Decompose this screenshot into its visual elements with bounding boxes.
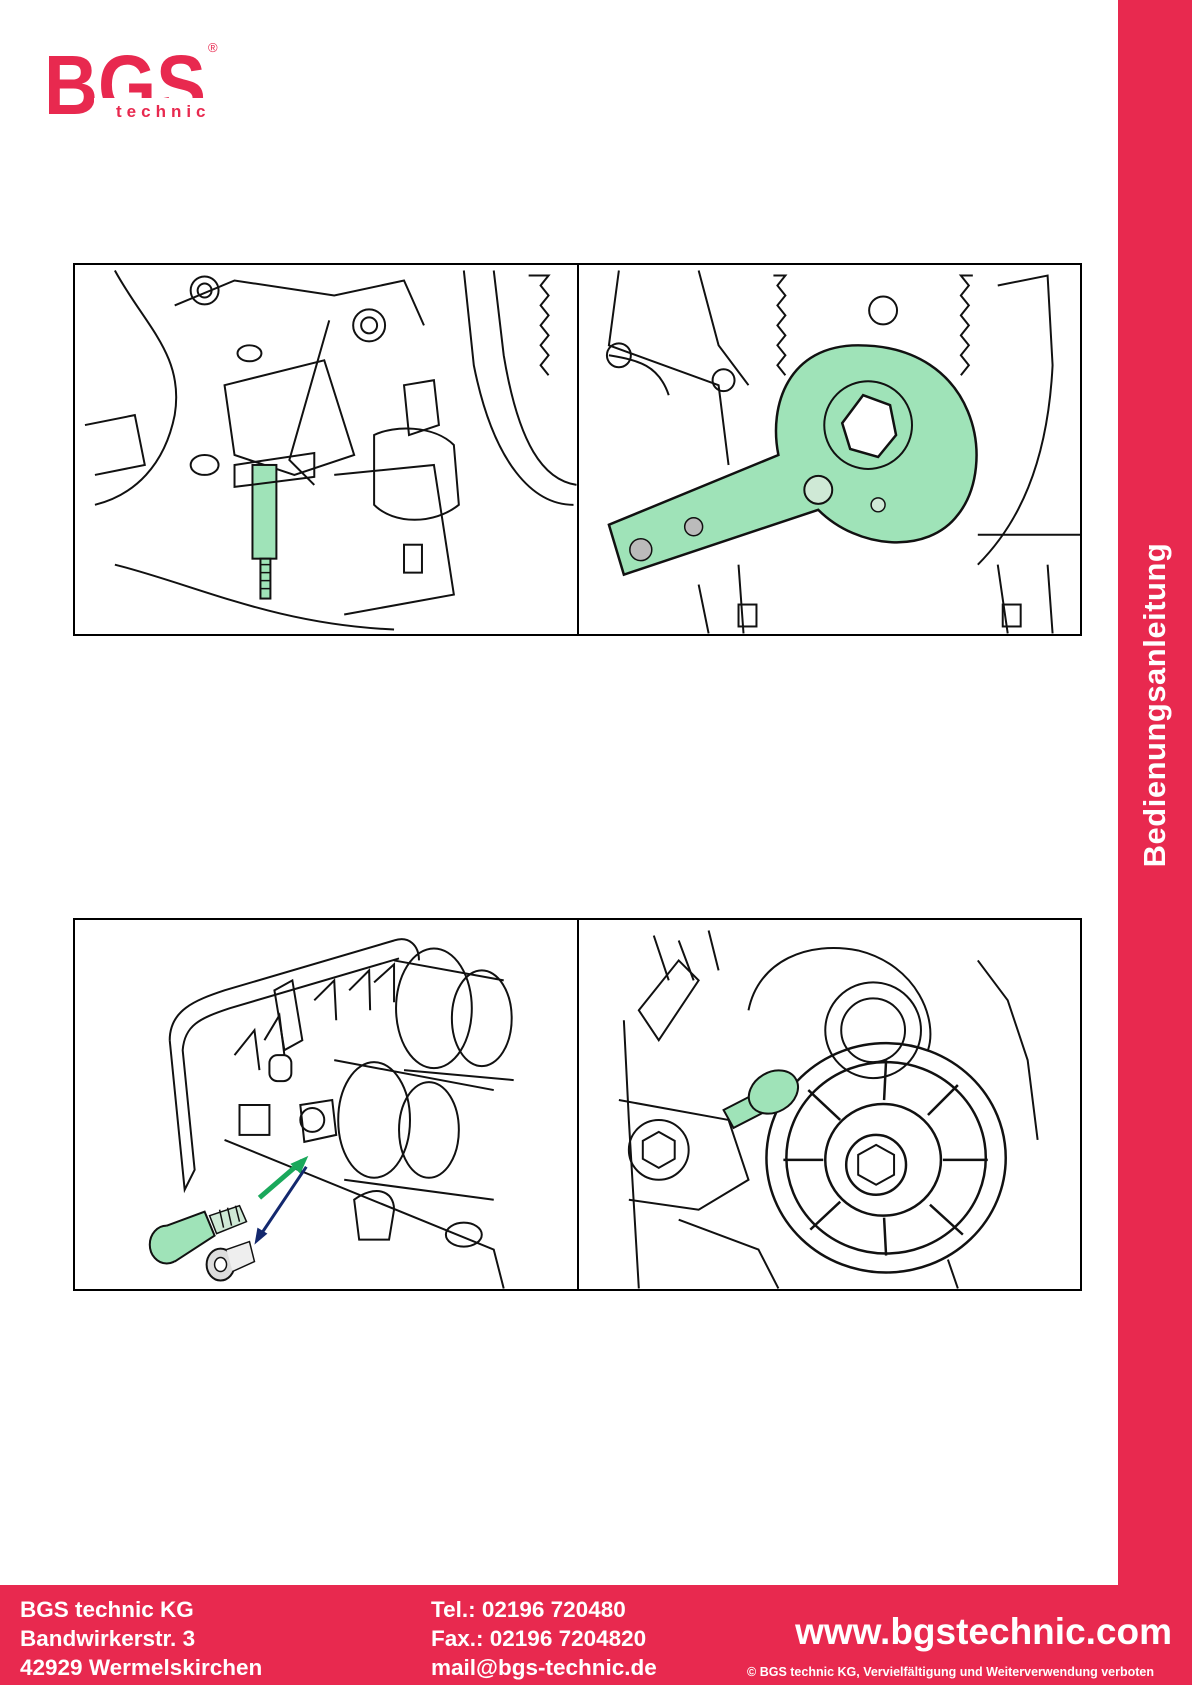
figure-tensioner-pulley bbox=[577, 920, 1081, 1289]
email-link[interactable]: mail@bgs-technic.de bbox=[431, 1653, 657, 1682]
logo-subtitle: technic bbox=[116, 102, 211, 121]
copyright-notice: © BGS technic KG, Vervielfältigung und W… bbox=[747, 1665, 1154, 1679]
screw-plug bbox=[207, 1242, 255, 1281]
footer: BGS technic KG Bandwirkerstr. 3 42929 We… bbox=[0, 1585, 1192, 1685]
figure-row-top bbox=[73, 263, 1082, 636]
footer-contact: Tel.: 02196 720480 Fax.: 02196 7204820 m… bbox=[431, 1595, 657, 1682]
camshaft-illustration bbox=[75, 920, 577, 1289]
locking-pin-highlight bbox=[235, 453, 315, 599]
registered-mark: ® bbox=[208, 40, 218, 55]
tensioner-pulley-illustration bbox=[579, 920, 1081, 1289]
phone-number: Tel.: 02196 720480 bbox=[431, 1595, 657, 1624]
figure-camshaft-locking bbox=[75, 920, 577, 1289]
pulley bbox=[766, 1043, 1005, 1272]
sidebar-title: Bedienungsanleitung bbox=[1137, 543, 1173, 868]
footer-address: BGS technic KG Bandwirkerstr. 3 42929 We… bbox=[20, 1595, 262, 1682]
holding-tool-highlight bbox=[608, 345, 976, 574]
figure-crankshaft-holding-tool bbox=[577, 265, 1081, 634]
engine-block-illustration bbox=[75, 265, 577, 634]
city-address: 42929 Wermelskirchen bbox=[20, 1653, 262, 1682]
website-link[interactable]: www.bgstechnic.com bbox=[795, 1611, 1172, 1653]
tensioner-pin-highlight bbox=[723, 1062, 805, 1128]
crankshaft-pulley-illustration bbox=[579, 265, 1081, 634]
bgs-logo: BGS technic ® bbox=[44, 36, 226, 122]
figure-row-bottom bbox=[73, 918, 1082, 1291]
company-name: BGS technic KG bbox=[20, 1595, 262, 1624]
street-address: Bandwirkerstr. 3 bbox=[20, 1624, 262, 1653]
figure-engine-locking-pin bbox=[75, 265, 577, 634]
fax-number: Fax.: 02196 7204820 bbox=[431, 1624, 657, 1653]
